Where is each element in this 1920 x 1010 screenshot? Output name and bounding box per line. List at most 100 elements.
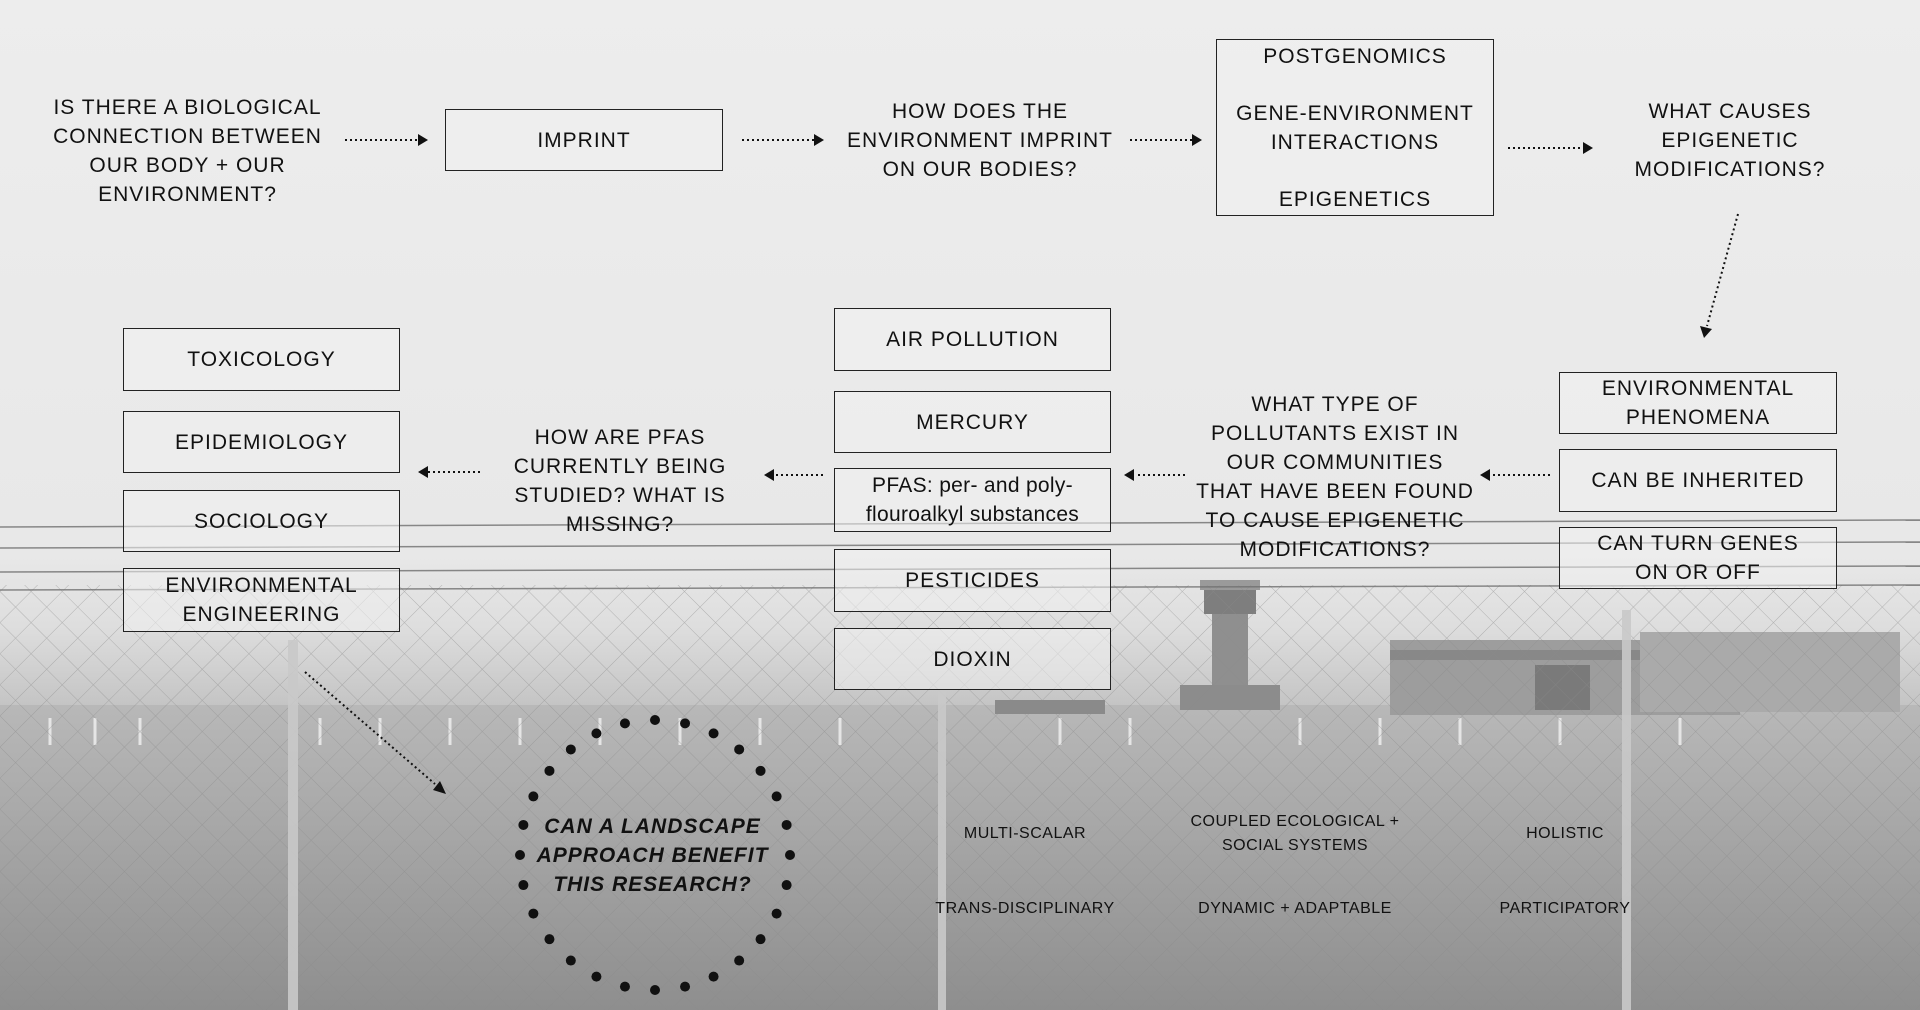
box-label: TOXICOLOGY — [187, 348, 336, 371]
keyword-multi-scalar: MULTI-SCALAR — [963, 825, 1087, 842]
circle-dot — [771, 791, 782, 802]
question-line: OUR BODY + OUR — [89, 154, 286, 177]
box-label: AIR POLLUTION — [886, 328, 1059, 351]
box-label-line: PHENOMENA — [1625, 406, 1771, 429]
circle-dot — [650, 715, 660, 725]
keyword-line: COUPLED ECOLOGICAL + — [1190, 813, 1400, 830]
box-label: DIOXIN — [933, 647, 1012, 671]
circle-dot — [771, 908, 782, 919]
question-line: WHAT CAUSES — [1648, 100, 1812, 123]
box-label-line: CAN TURN GENES — [1597, 532, 1799, 555]
question-line: IS THERE A BIOLOGICAL — [53, 96, 322, 119]
circle-dot — [565, 744, 576, 755]
box-can-be-inherited: CAN BE INHERITED — [1559, 449, 1837, 512]
circle-dot — [785, 850, 795, 860]
question-line: EPIGENETIC — [1661, 129, 1799, 152]
question-line: TO CAUSE EPIGENETIC — [1205, 509, 1465, 532]
circle-dot — [515, 850, 525, 860]
question-line: CURRENTLY BEING — [513, 455, 727, 478]
box-label: MERCURY — [916, 410, 1029, 434]
circle-dot — [591, 728, 602, 739]
question-line: MODIFICATIONS? — [1239, 538, 1431, 561]
question-environment-imprint: HOW DOES THE ENVIRONMENT IMPRINT ON OUR … — [840, 97, 1120, 184]
box-label: PESTICIDES — [905, 569, 1040, 592]
circle-dot — [565, 955, 576, 966]
keyword-dynamic-adaptable: DYNAMIC + ADAPTABLE — [1198, 900, 1392, 917]
box-sociology: SOCIOLOGY — [123, 490, 400, 552]
field-epigenetics: EPIGENETICS — [1278, 188, 1432, 211]
circle-dot — [619, 981, 630, 992]
box-label: CAN BE INHERITED — [1591, 469, 1805, 492]
circle-dot — [708, 971, 719, 982]
circle-dot — [528, 791, 539, 802]
circle-dot — [781, 880, 792, 891]
box-label-line: ON OR OFF — [1635, 561, 1761, 584]
question-line: CAN A LANDSCAPE — [544, 815, 761, 838]
question-line: STUDIED? WHAT IS — [514, 484, 726, 507]
box-turn-genes-on-off: CAN TURN GENES ON OR OFF — [1559, 527, 1837, 589]
circle-dot — [755, 765, 766, 776]
field-gene-environment-line2: INTERACTIONS — [1270, 131, 1440, 154]
box-label: IMPRINT — [537, 128, 631, 152]
box-dioxin: DIOXIN — [834, 628, 1111, 690]
question-line: ENVIRONMENT? — [98, 183, 277, 206]
box-environmental-phenomena: ENVIRONMENTAL PHENOMENA — [1559, 372, 1837, 434]
circle-dot — [650, 985, 660, 995]
circle-dot — [619, 718, 630, 729]
circle-dot — [544, 765, 555, 776]
box-label-line: PFAS: per- and poly- — [872, 474, 1073, 497]
field-postgenomics: POSTGENOMICS — [1263, 45, 1447, 68]
question-line: APPROACH BENEFIT — [536, 844, 769, 867]
box-label-line: ENVIRONMENTAL — [1601, 377, 1795, 400]
question-line: CONNECTION BETWEEN — [53, 125, 322, 148]
question-line: POLLUTANTS EXIST IN — [1210, 422, 1460, 445]
question-pfas-studied: HOW ARE PFAS CURRENTLY BEING STUDIED? WH… — [485, 423, 755, 539]
box-imprint: IMPRINT — [445, 109, 723, 171]
box-epidemiology: EPIDEMIOLOGY — [123, 411, 400, 473]
box-label-line: flouroalkyl substances — [865, 503, 1080, 526]
question-line: MODIFICATIONS? — [1634, 158, 1826, 181]
circle-dot — [544, 934, 555, 945]
keyword-holistic: HOLISTIC — [1526, 825, 1604, 842]
box-pesticides: PESTICIDES — [834, 549, 1111, 612]
box-label-line: ENGINEERING — [182, 603, 341, 626]
box-toxicology: TOXICOLOGY — [123, 328, 400, 391]
circle-dot — [708, 728, 719, 739]
circle-dot — [528, 908, 539, 919]
question-line: WHAT TYPE OF — [1251, 393, 1419, 416]
keyword-participatory: PARTICIPATORY — [1499, 900, 1631, 917]
keyword-coupled-systems: COUPLED ECOLOGICAL + SOCIAL SYSTEMS — [1165, 810, 1425, 858]
circle-dot — [781, 819, 792, 830]
dotted-circle — [515, 715, 795, 995]
question-line: ON OUR BODIES? — [882, 158, 1078, 181]
question-landscape-approach: CAN A LANDSCAPE APPROACH BENEFIT THIS RE… — [515, 812, 790, 899]
question-line: HOW DOES THE — [891, 100, 1069, 123]
box-pfas: PFAS: per- and poly- flouroalkyl substan… — [834, 468, 1111, 532]
box-environmental-engineering: ENVIRONMENTAL ENGINEERING — [123, 568, 400, 632]
question-epigenetic-causes: WHAT CAUSES EPIGENETIC MODIFICATIONS? — [1600, 97, 1860, 184]
box-mercury: MERCURY — [834, 391, 1111, 453]
circle-dot — [591, 971, 602, 982]
box-label-line: ENVIRONMENTAL — [165, 574, 358, 597]
circle-dot — [755, 934, 766, 945]
circle-dot — [518, 880, 529, 891]
question-line: MISSING? — [565, 513, 675, 536]
keyword-trans-disciplinary: TRANS-DISCIPLINARY — [935, 900, 1115, 917]
box-research-fields: POSTGENOMICS GENE-ENVIRONMENT INTERACTIO… — [1216, 39, 1494, 216]
keyword-line: SOCIAL SYSTEMS — [1222, 837, 1368, 854]
question-line: ENVIRONMENT IMPRINT — [847, 129, 1113, 152]
circle-dot — [518, 819, 529, 830]
question-line: THIS RESEARCH? — [553, 873, 752, 896]
circle-dot — [734, 955, 745, 966]
circle-dot — [734, 744, 745, 755]
question-line: THAT HAVE BEEN FOUND — [1196, 480, 1474, 503]
field-gene-environment-line1: GENE-ENVIRONMENT — [1236, 102, 1474, 125]
box-air-pollution: AIR POLLUTION — [834, 308, 1111, 371]
circle-dot — [680, 981, 691, 992]
question-pollutant-types: WHAT TYPE OF POLLUTANTS EXIST IN OUR COM… — [1180, 390, 1490, 564]
question-line: OUR COMMUNITIES — [1226, 451, 1444, 474]
circle-dot — [680, 718, 691, 729]
box-label: SOCIOLOGY — [193, 509, 330, 533]
question-line: HOW ARE PFAS — [534, 426, 706, 449]
